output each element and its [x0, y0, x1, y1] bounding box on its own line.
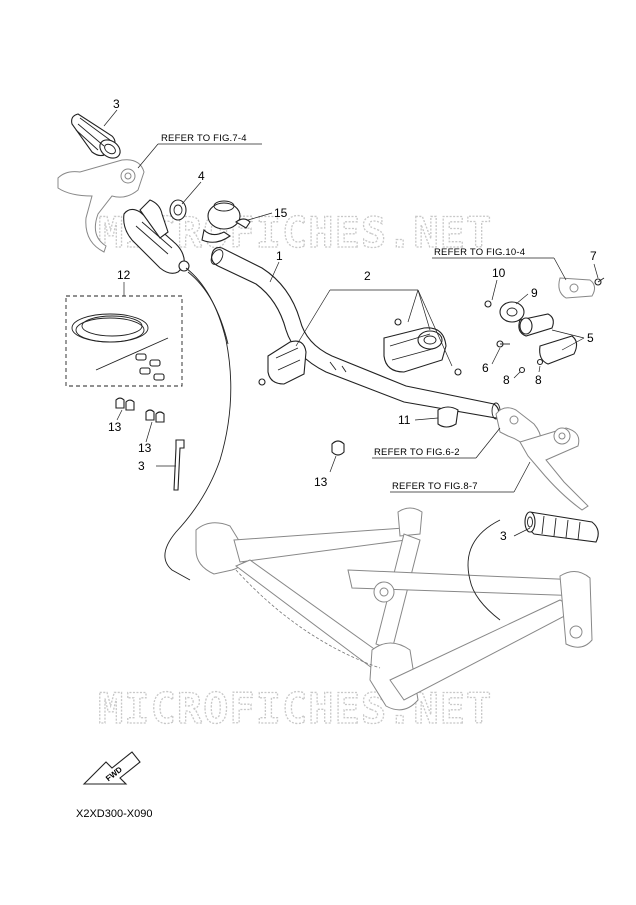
callout-12: 12: [117, 268, 131, 282]
callout-11: 11: [398, 413, 411, 427]
cable-clips-left: [115, 397, 165, 423]
callout-4: 4: [198, 169, 205, 183]
ref-fig-10-4: REFER TO FIG.10-4: [434, 247, 525, 258]
cable-clip-right: [331, 440, 345, 456]
handlebar: [210, 247, 501, 420]
handlebar-stem: [258, 318, 462, 386]
bolt-7: [594, 277, 605, 286]
shifter-lever: [123, 199, 190, 274]
callout-3-right: 3: [500, 529, 507, 543]
callout-13-left: 13: [108, 420, 122, 434]
bolts-8: [518, 358, 544, 374]
fwd-arrow: FWD: [82, 751, 141, 785]
right-shifter-ghost: [558, 277, 596, 299]
cable-guide-11: [437, 406, 459, 428]
callout-2: 2: [364, 269, 371, 283]
left-grip: [71, 113, 121, 159]
callout-9: 9: [531, 286, 538, 300]
callout-7: 7: [590, 249, 597, 263]
clamp-9-10: [484, 300, 525, 323]
watermark-bottom: MICROFICHES.NET: [98, 684, 492, 733]
ref-fig-8-7: REFER TO FIG.8-7: [392, 481, 478, 492]
callout-1: 1: [276, 249, 283, 263]
cable-kit-box: [65, 295, 183, 387]
diagram-code: X2XD300-X090: [76, 808, 152, 820]
bike-frame-ghost: [195, 507, 593, 711]
right-grip: [524, 511, 599, 543]
callout-13-right: 13: [314, 475, 328, 489]
right-brake-lever-ghost: [495, 407, 589, 511]
callout-15: 15: [274, 206, 288, 220]
callout-13-mid: 13: [138, 441, 152, 455]
callout-14: 3: [138, 459, 145, 473]
cable-tie: [173, 439, 185, 491]
callout-6: 6: [482, 361, 489, 375]
callout-8-left: 8: [503, 373, 510, 387]
left-brake-lever-ghost: [57, 159, 145, 253]
callout-10: 10: [492, 266, 506, 280]
callout-3-left: 3: [113, 97, 120, 111]
brake-clamp-5: [518, 313, 578, 365]
ref-fig-6-2: REFER TO FIG.6-2: [374, 447, 460, 458]
bolt-6: [496, 340, 510, 348]
ref-fig-7-4: REFER TO FIG.7-4: [161, 133, 247, 144]
callout-5: 5: [587, 331, 594, 345]
bell: [201, 200, 251, 243]
callout-8-right: 8: [535, 373, 542, 387]
